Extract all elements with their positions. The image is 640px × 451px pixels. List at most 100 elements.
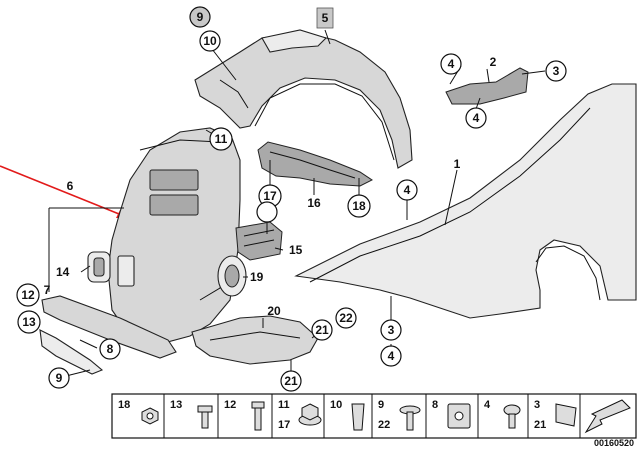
- callout-21-lower-label: 21: [284, 374, 298, 388]
- liner-bracket: [257, 141, 373, 187]
- spring-nut-icon: [447, 403, 471, 429]
- diagram-id-label: 00160520: [594, 438, 634, 448]
- callout-3-bracket-label: 3: [553, 64, 560, 78]
- callout-9-highlighted[interactable]: 9: [189, 6, 211, 28]
- expanding-rivet-icon: [197, 405, 213, 429]
- arrow-pointer-icon: [584, 399, 631, 434]
- callout-21-upper-label: 21: [315, 323, 329, 337]
- callout-3-fender-label: 3: [388, 323, 395, 337]
- callout-9-top-label: 9: [197, 10, 204, 24]
- callout-22-label: 22: [339, 311, 353, 325]
- callout-1-label: 1: [454, 157, 461, 171]
- callout-14[interactable]: 14: [56, 265, 70, 279]
- callout-12-label: 12: [21, 288, 35, 302]
- callout-14-label: 14: [56, 265, 70, 279]
- legend-item-arrow: [584, 399, 631, 434]
- legend-18-top: 18: [118, 399, 130, 411]
- callout-6-label: 6: [67, 179, 74, 193]
- callout-4-fender-bottom-label: 4: [388, 349, 395, 363]
- callout-20-label: 20: [267, 304, 281, 318]
- callout-9-bottom[interactable]: 9: [48, 367, 70, 389]
- callout-11[interactable]: 11: [209, 127, 233, 151]
- hex-bolt-icon: [251, 401, 265, 431]
- lower-guide-20: [191, 315, 319, 365]
- wheel-arch-liner-front: [107, 127, 241, 345]
- legend-17-bottom: 17: [278, 419, 290, 431]
- clip-nut-icon: [555, 403, 577, 427]
- callout-15-label: 15: [289, 243, 303, 257]
- callout-5-label: 5: [322, 11, 329, 25]
- legend-item-3-21: 3 21: [534, 399, 577, 431]
- callout-7[interactable]: 7: [44, 283, 51, 297]
- callout-22[interactable]: 22: [335, 307, 357, 329]
- callout-4-bracket-left[interactable]: 4: [440, 53, 462, 75]
- cover-19: [217, 255, 247, 297]
- legend-item-10: 10: [330, 399, 365, 431]
- legend-item-8: 8: [432, 399, 471, 429]
- callout-19[interactable]: 19: [250, 270, 264, 284]
- callout-8-label: 8: [107, 342, 114, 356]
- legend-4-top: 4: [484, 399, 491, 411]
- callout-13-label: 13: [22, 315, 36, 329]
- callout-3-fender[interactable]: 3: [380, 319, 402, 341]
- callout-4-bracket-bottom-label: 4: [473, 111, 480, 125]
- flange-nut-icon: [298, 403, 322, 426]
- callout-20[interactable]: 20: [267, 304, 281, 318]
- legend-12-top: 12: [224, 399, 236, 411]
- fender-1: [294, 83, 637, 319]
- callout-16-label: 16: [307, 196, 321, 210]
- legend-3-top: 3: [534, 399, 540, 411]
- legend-item-12: 12: [224, 399, 265, 431]
- callout-8[interactable]: 8: [99, 338, 121, 360]
- legend-10-top: 10: [330, 399, 342, 411]
- callout-13[interactable]: 13: [17, 310, 41, 334]
- bracket-15: [235, 221, 283, 261]
- callout-17-label: 17: [263, 189, 277, 203]
- callout-7-label: 7: [44, 283, 51, 297]
- legend-8-top: 8: [432, 399, 438, 411]
- callout-2-label: 2: [490, 55, 497, 69]
- hex-nut-icon: [141, 407, 159, 425]
- callout-4-fender[interactable]: 4: [396, 179, 418, 201]
- callout-3-bracket[interactable]: 3: [545, 60, 567, 82]
- callout-18-label: 18: [352, 199, 366, 213]
- callout-4-bracket-left-label: 4: [448, 57, 455, 71]
- callout-11-label: 11: [215, 132, 228, 146]
- push-rivet-icon: [503, 404, 521, 429]
- callout-10-label: 10: [203, 34, 217, 48]
- legend-11-top: 11: [278, 399, 290, 411]
- callout-4-bracket-bottom[interactable]: 4: [465, 107, 487, 129]
- washer-screw-icon: [399, 405, 421, 431]
- fastener-legend: 18 13 12 11 17: [111, 393, 637, 439]
- red-annotation-arrow: [0, 165, 128, 218]
- callout-4-fender-bottom[interactable]: 4: [380, 345, 402, 367]
- callout-15[interactable]: 15: [256, 201, 303, 257]
- callout-21-lower[interactable]: 21: [280, 370, 302, 392]
- spreader-nut-icon: [351, 403, 365, 431]
- legend-9-top: 9: [378, 399, 384, 411]
- legend-item-9-22: 9 22: [378, 399, 421, 431]
- legend-item-4: 4: [484, 399, 521, 429]
- callout-5-highlighted[interactable]: 5: [316, 7, 334, 29]
- callout-2[interactable]: 2: [490, 55, 497, 69]
- callout-10[interactable]: 10: [199, 30, 221, 52]
- callout-21-upper[interactable]: 21: [311, 319, 333, 341]
- lower-trim-strip: [39, 295, 177, 375]
- legend-item-13: 13: [170, 399, 213, 429]
- callout-4-fender-label: 4: [404, 183, 411, 197]
- bracket-2: [445, 67, 529, 105]
- legend-21-bottom: 21: [534, 419, 546, 431]
- legend-item-18: 18: [118, 399, 159, 425]
- wheel-arch-liner-upper: [194, 29, 413, 169]
- callout-12[interactable]: 12: [16, 283, 40, 307]
- callout-16[interactable]: 16: [307, 196, 321, 210]
- callout-9-bottom-label: 9: [56, 371, 63, 385]
- callout-18[interactable]: 18: [347, 194, 371, 218]
- legend-item-11-17: 11 17: [278, 399, 322, 431]
- callout-1[interactable]: 1: [454, 157, 461, 171]
- callout-19-label: 19: [250, 270, 264, 284]
- legend-13-top: 13: [170, 399, 182, 411]
- callout-6[interactable]: 6: [67, 179, 74, 193]
- legend-22-bottom: 22: [378, 419, 390, 431]
